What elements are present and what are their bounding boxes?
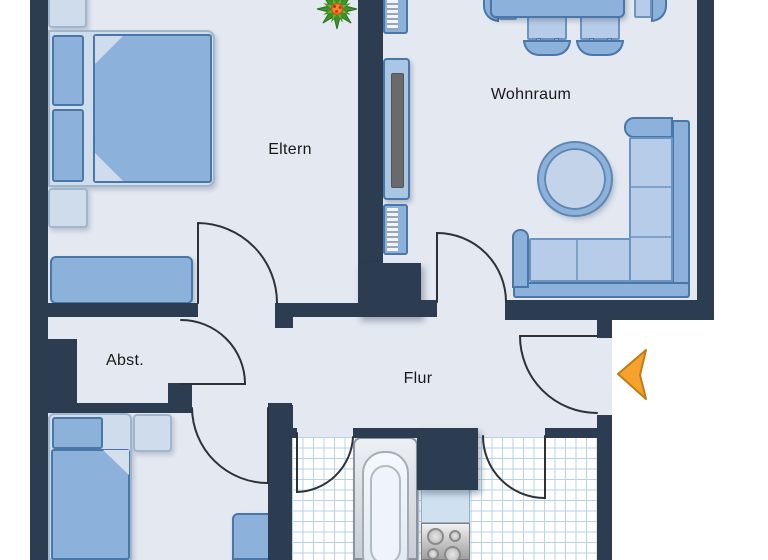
sofa-cushion-lines [576, 186, 672, 282]
entrance-arrow-icon [617, 349, 647, 400]
stove-burner [444, 546, 461, 560]
nightstand [48, 188, 88, 228]
sofa-seats [629, 137, 673, 282]
wall-center-pier [358, 263, 421, 317]
bed-pillow [52, 417, 103, 449]
wall-outer-right-lower [597, 415, 612, 560]
room-label-abstellraum: Abst. [106, 352, 144, 369]
wall-flur-south-2 [353, 428, 417, 438]
wall-outer-left [30, 0, 48, 560]
wall-bath-kitchen-pier [417, 428, 478, 490]
door-wohnraum [436, 231, 507, 303]
bathtub [353, 437, 418, 560]
bed-duvet [93, 34, 212, 183]
wall-wohnraum-south-stub [421, 300, 437, 317]
radiator [383, 204, 408, 255]
sofa-back [513, 282, 690, 298]
dining-table [490, 0, 625, 18]
wall-eltern-south-left [48, 303, 198, 317]
kitchen-counter [421, 489, 470, 523]
wall-entry-stub-top [597, 320, 612, 338]
stove-burner [427, 528, 444, 545]
door-kueche [482, 435, 546, 500]
wall-kind-north [48, 403, 192, 413]
wall-door-jamb [275, 303, 293, 328]
bed-duvet [51, 449, 130, 560]
door-kinderzimmer [191, 407, 269, 484]
room-label-eltern: Eltern [268, 141, 312, 158]
sofa-seats [529, 238, 631, 282]
bed-pillow [52, 109, 84, 182]
bathtub-inner [362, 451, 409, 560]
dining-chair-seat [634, 0, 652, 18]
bed-pillow [52, 35, 84, 106]
room-label-flur: Flur [403, 370, 433, 387]
nightstand [133, 414, 172, 452]
round-table [539, 143, 611, 215]
radiator [383, 0, 408, 34]
wall-kind-east [268, 403, 292, 560]
plant-icon [316, 0, 358, 30]
wall-eltern-wohnraum [358, 0, 383, 263]
door-bad [296, 432, 354, 494]
wall-pier-left [48, 339, 77, 413]
room-label-wohnraum: Wohnraum [490, 86, 572, 103]
sofa-arm [512, 229, 529, 288]
door-abstellraum [180, 319, 247, 385]
tv-screen [391, 73, 404, 188]
door-eltern [197, 221, 278, 304]
stove [421, 523, 470, 560]
door-entrance [518, 335, 598, 414]
stove-burner [449, 530, 461, 542]
nightstand [48, 0, 87, 28]
wall-outer-right-upper [697, 0, 714, 320]
wall-eltern-south-right [275, 303, 358, 317]
stove-burner [427, 548, 439, 560]
wall-wohnraum-south [505, 300, 714, 320]
wall-flur-south-3 [545, 428, 598, 438]
